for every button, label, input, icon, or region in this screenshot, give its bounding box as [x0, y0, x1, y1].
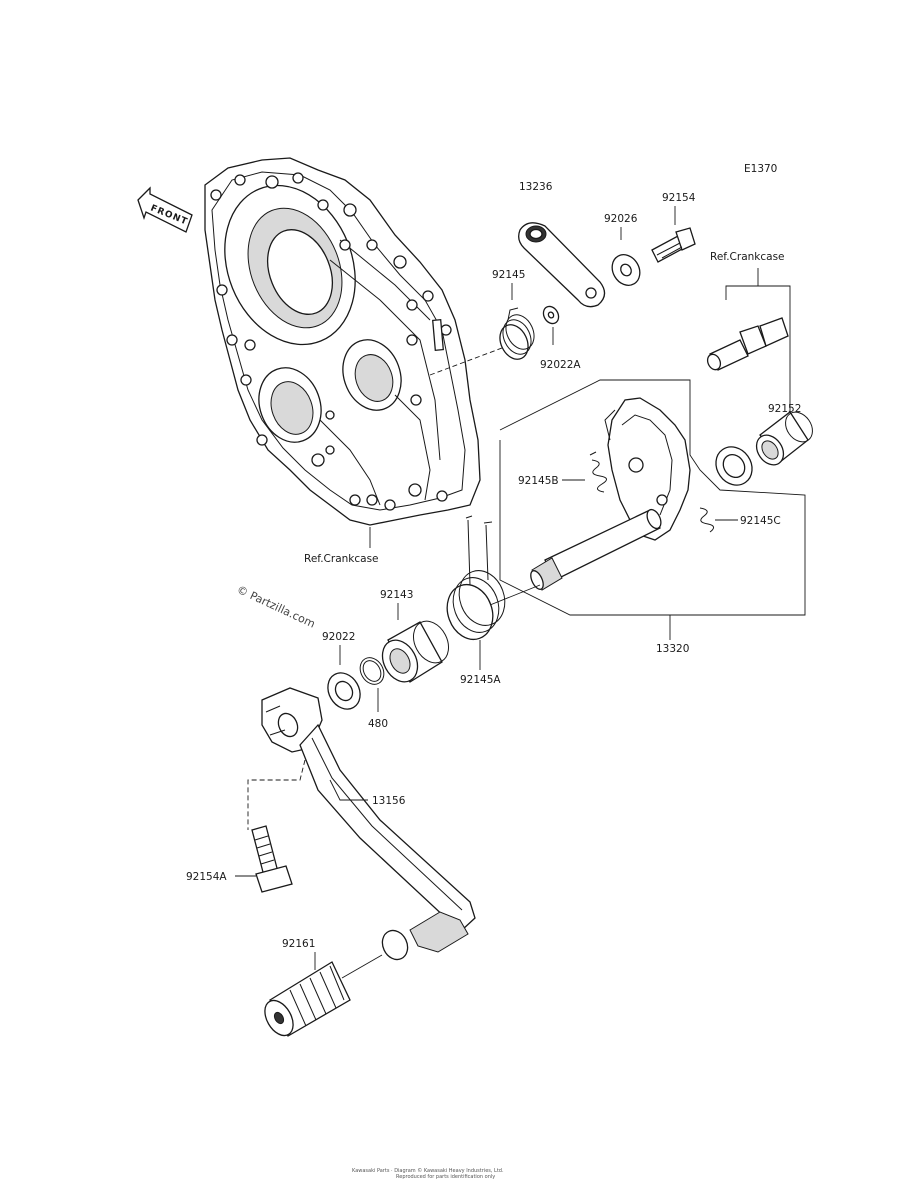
pin-stud — [706, 317, 789, 371]
lever-13236 — [518, 222, 606, 308]
spring-92145A — [446, 515, 506, 641]
ref-line-92154A — [247, 759, 306, 830]
diagram-code: E1370 — [744, 163, 777, 175]
washer-92026 — [611, 254, 641, 286]
bolt-92154 — [651, 227, 696, 263]
spring-92145B — [589, 451, 607, 493]
ref-line-92145 — [429, 344, 511, 376]
footer-line-2: Reproduced for parts identification only — [396, 1174, 495, 1180]
label-92143: 92143 — [380, 589, 413, 601]
washer-92022A — [542, 305, 560, 325]
shift-shaft-13320 — [530, 397, 691, 591]
spring-92145 — [499, 307, 535, 360]
crankcase-housing — [204, 157, 481, 526]
seal-ring — [715, 446, 753, 486]
label-13156: 13156 — [372, 795, 406, 807]
label-92022A: 92022A — [540, 359, 581, 371]
front-arrow-icon: FRONT — [137, 186, 193, 233]
washer-92022 — [327, 672, 361, 710]
rubber-peg-92161 — [264, 961, 351, 1037]
label-92145A: 92145A — [460, 674, 501, 686]
shift-pedal-13156 — [261, 687, 476, 961]
label-480: 480 — [368, 718, 388, 730]
label-92154: 92154 — [662, 192, 696, 204]
label-92026: 92026 — [604, 213, 638, 225]
label-92145C: 92145C — [740, 515, 781, 527]
label-92022: 92022 — [322, 631, 355, 643]
spring-92145C — [699, 507, 714, 533]
label-13236: 13236 — [519, 181, 553, 193]
label-92145: 92145 — [492, 269, 525, 281]
label-92145B: 92145B — [518, 475, 559, 487]
label-92154A: 92154A — [186, 871, 227, 883]
collar-92143 — [381, 620, 450, 683]
label-92161: 92161 — [282, 938, 315, 950]
label-ref-crankcase-top: Ref.Crankcase — [710, 251, 785, 263]
label-ref-crankcase-bottom: Ref.Crankcase — [304, 553, 379, 565]
bearing-92152 — [755, 411, 813, 466]
bolt-92154A — [251, 825, 293, 893]
label-92152: 92152 — [768, 403, 801, 415]
footer-line-1: Kawasaki Parts · Diagram © Kawasaki Heav… — [352, 1167, 504, 1174]
label-13320: 13320 — [656, 643, 689, 655]
circlip-480 — [359, 657, 385, 685]
watermark: © Partzilla.com — [235, 583, 317, 631]
